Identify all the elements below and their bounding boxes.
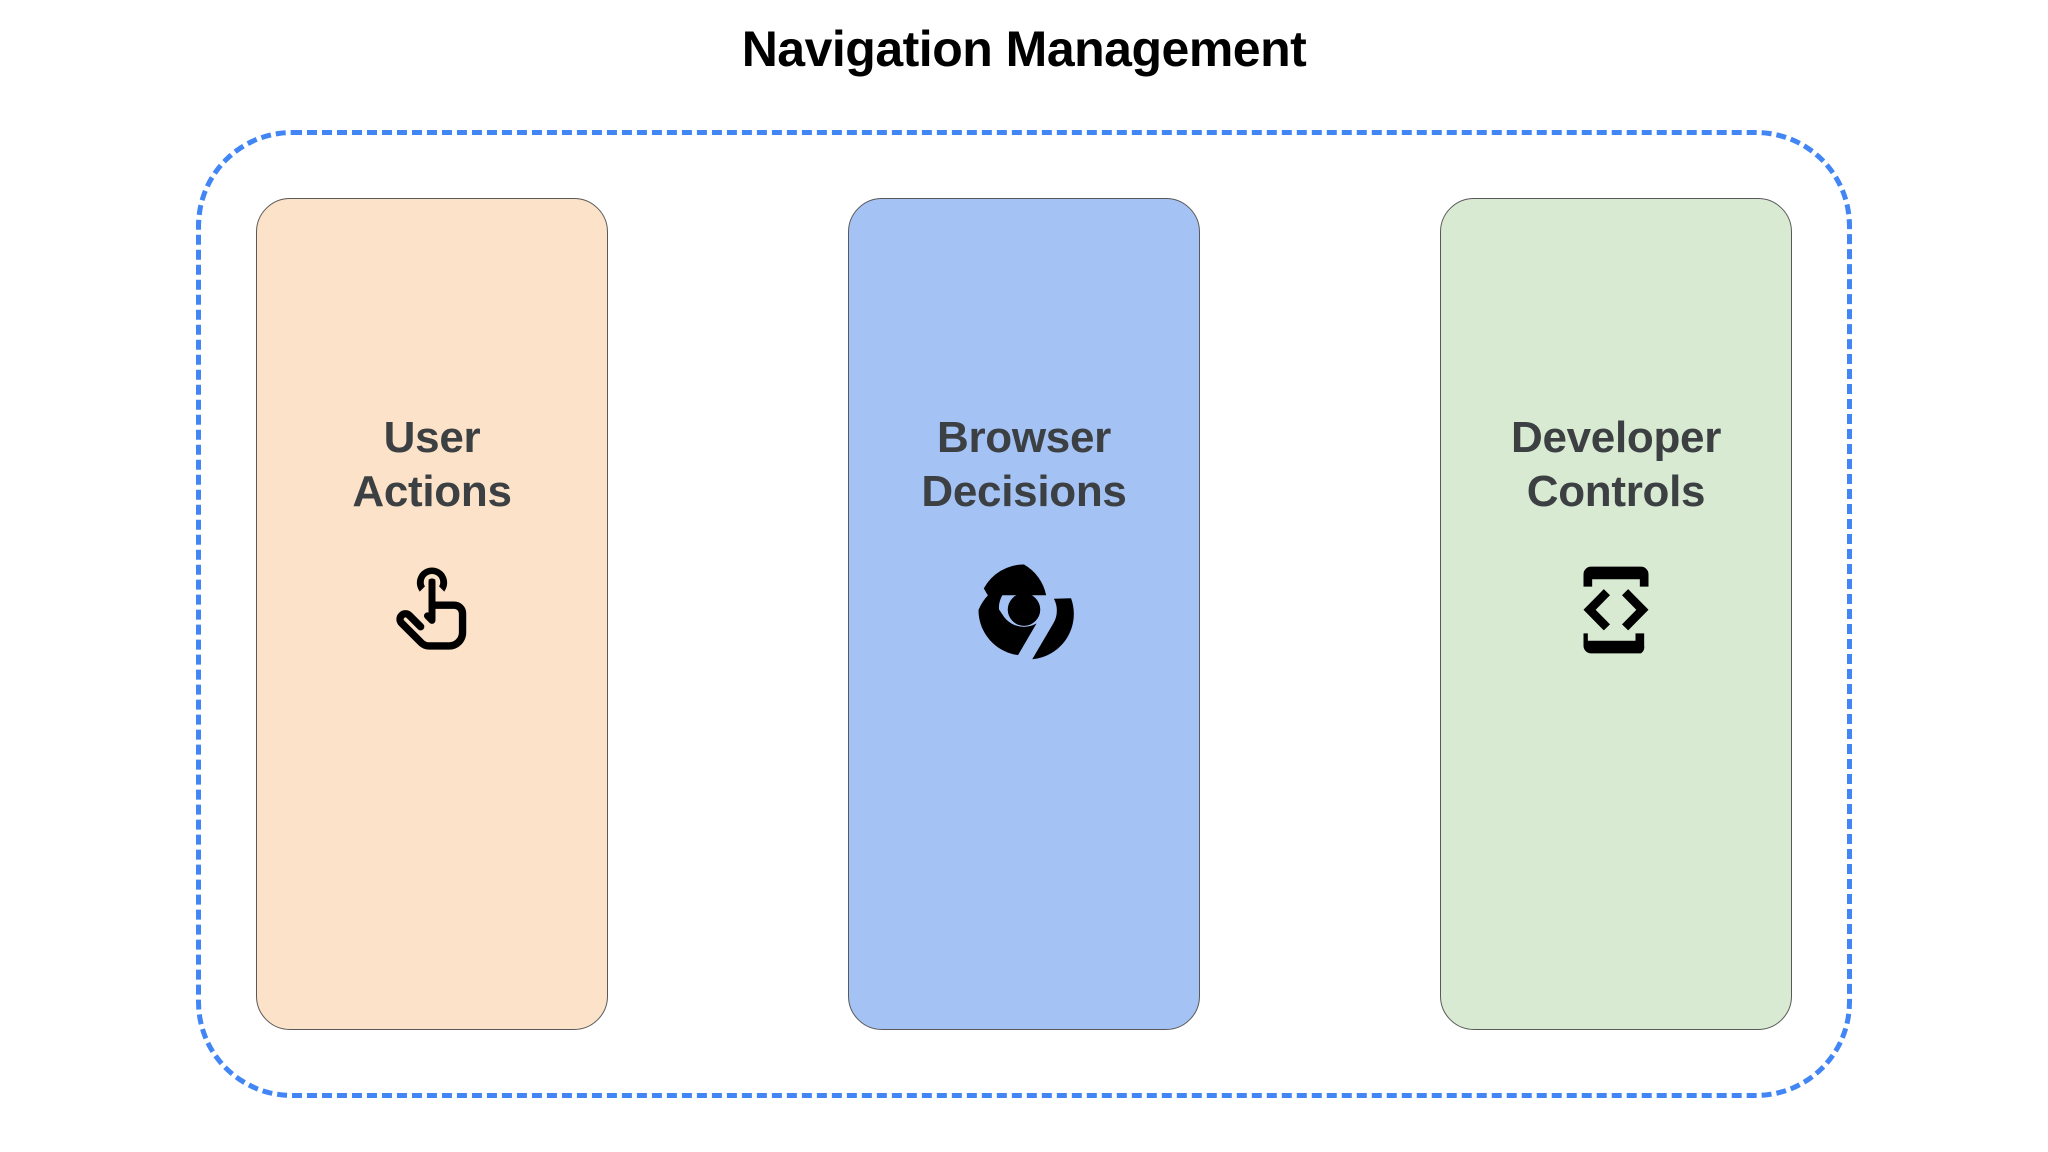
card-label-developer-controls: Developer Controls [1510, 413, 1722, 516]
touch-app-icon [380, 558, 484, 662]
card-developer-controls[interactable]: Developer Controls [1440, 198, 1792, 1030]
card-browser-decisions[interactable]: Browser Decisions [848, 198, 1200, 1030]
page-title: Navigation Management [741, 21, 1307, 77]
navigation-management-group-boundary [196, 130, 1852, 1098]
developer-mode-icon [1564, 558, 1668, 662]
card-label-user-actions: User Actions [352, 413, 512, 516]
card-label-browser-decisions: Browser Decisions [921, 413, 1127, 516]
card-user-actions[interactable]: User Actions [256, 198, 608, 1030]
card-row: User Actions Browser Decisions [196, 130, 1852, 1098]
chrome-logo-icon [972, 558, 1076, 662]
